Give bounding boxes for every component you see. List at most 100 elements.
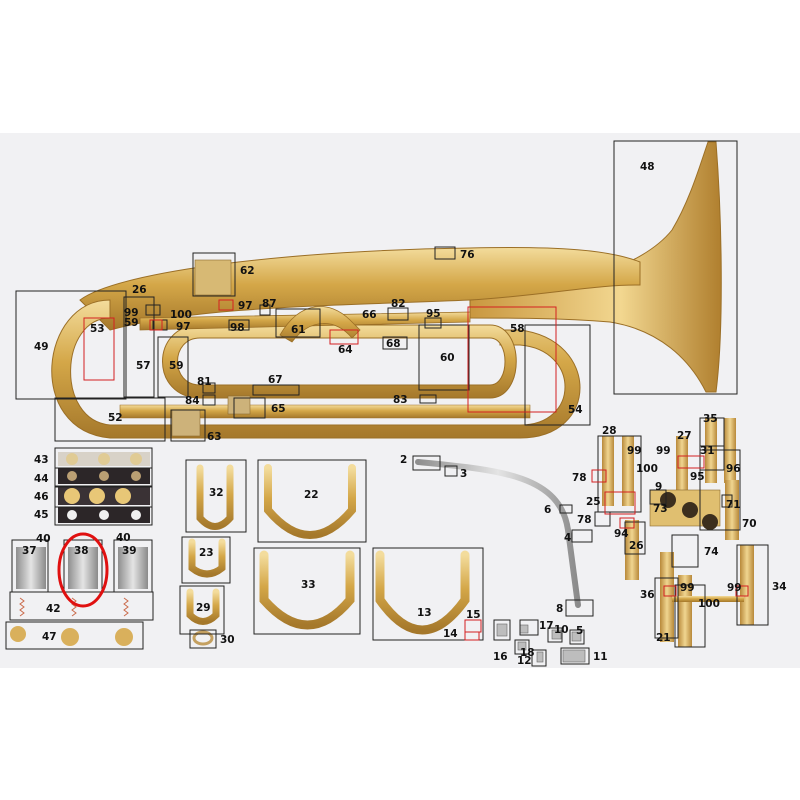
washer (67, 510, 77, 520)
label-100: 100 (636, 463, 658, 475)
label-94: 94 (614, 528, 629, 540)
part-labels: 48 76 62 26 99 59 100 97 97 87 82 95 98 … (22, 161, 787, 667)
label-11: 11 (593, 651, 608, 663)
label-95: 95 (690, 471, 705, 483)
label-30: 30 (220, 634, 235, 646)
label-23: 23 (199, 547, 214, 559)
brace (194, 259, 232, 296)
label-15: 15 (466, 609, 481, 621)
label-13: 13 (417, 607, 432, 619)
piston-37 (16, 547, 46, 589)
label-62: 62 (240, 265, 255, 277)
label-2: 2 (400, 454, 407, 466)
valve-port (682, 502, 698, 518)
label-3: 3 (460, 468, 467, 480)
label-37: 37 (22, 545, 37, 557)
label-58: 58 (510, 323, 525, 335)
label-31: 31 (700, 445, 715, 457)
label-26: 26 (629, 540, 644, 552)
label-35: 35 (703, 413, 718, 425)
label-6: 6 (544, 504, 551, 516)
valve-casing (678, 575, 692, 647)
finger-button (115, 488, 131, 504)
label-100: 100 (698, 598, 720, 610)
label-46: 46 (34, 491, 49, 503)
washer (67, 471, 77, 481)
label-67: 67 (268, 374, 283, 386)
label-99: 99 (680, 582, 695, 594)
washer (99, 471, 109, 481)
valve-cap (115, 628, 133, 646)
label-48: 48 (640, 161, 655, 173)
label-9: 9 (655, 481, 662, 493)
label-40: 40 (116, 532, 131, 544)
label-21: 21 (656, 632, 671, 644)
label-65: 65 (271, 403, 286, 415)
washer (131, 471, 141, 481)
label-99: 99 (656, 445, 671, 457)
slide-33 (259, 550, 355, 630)
finger-button (89, 488, 105, 504)
valve-tube (622, 436, 634, 506)
label-43: 43 (34, 454, 49, 466)
slide-32 (196, 464, 234, 530)
part-callouts (83, 299, 749, 641)
label-36: 36 (640, 589, 655, 601)
label-18: 18 (520, 647, 535, 659)
small-parts (496, 623, 586, 663)
slides (186, 464, 470, 635)
valve-port (702, 514, 718, 530)
label-34: 34 (772, 581, 787, 593)
label-70: 70 (742, 518, 757, 530)
piston-39 (118, 547, 148, 589)
lead-pipe (415, 459, 581, 608)
slide-23 (188, 538, 226, 578)
cross-tube (672, 596, 744, 602)
label-95: 95 (426, 308, 441, 320)
label-47: 47 (42, 631, 57, 643)
washer (99, 510, 109, 520)
washer (66, 453, 78, 465)
valve-casing (660, 552, 674, 642)
washer (98, 453, 110, 465)
valve-tube (676, 436, 688, 496)
label-26: 26 (132, 284, 147, 296)
label-8: 8 (556, 603, 563, 615)
springs (19, 597, 129, 617)
bell (469, 141, 722, 393)
slide-13 (375, 550, 470, 635)
washer (130, 453, 142, 465)
brace (171, 409, 201, 437)
label-59: 59 (124, 317, 139, 329)
valve-tube (602, 436, 614, 506)
label-16: 16 (493, 651, 508, 663)
label-97: 97 (176, 321, 191, 333)
label-42: 42 (46, 603, 61, 615)
label-84: 84 (185, 395, 200, 407)
label-59: 59 (169, 360, 184, 372)
washer (131, 510, 141, 520)
valve-parts (10, 452, 150, 646)
label-99: 99 (727, 582, 742, 594)
label-39: 39 (122, 545, 137, 557)
part-boxes (5, 140, 769, 667)
label-64: 64 (338, 344, 353, 356)
label-100: 100 (170, 309, 192, 321)
piston-38 (68, 547, 98, 589)
label-98: 98 (230, 322, 245, 334)
valve-casing (740, 545, 754, 625)
outer-loop (51, 299, 581, 439)
label-12: 12 (517, 655, 532, 667)
label-66: 66 (362, 309, 377, 321)
brace (227, 395, 251, 415)
label-73: 73 (653, 503, 668, 515)
slide-29 (186, 588, 220, 625)
finger-button (64, 488, 80, 504)
label-17: 17 (539, 620, 554, 632)
label-52: 52 (108, 412, 123, 424)
label-97: 97 (238, 300, 253, 312)
label-33: 33 (301, 579, 316, 591)
label-44: 44 (34, 473, 49, 485)
label-29: 29 (196, 602, 211, 614)
label-71: 71 (726, 499, 741, 511)
